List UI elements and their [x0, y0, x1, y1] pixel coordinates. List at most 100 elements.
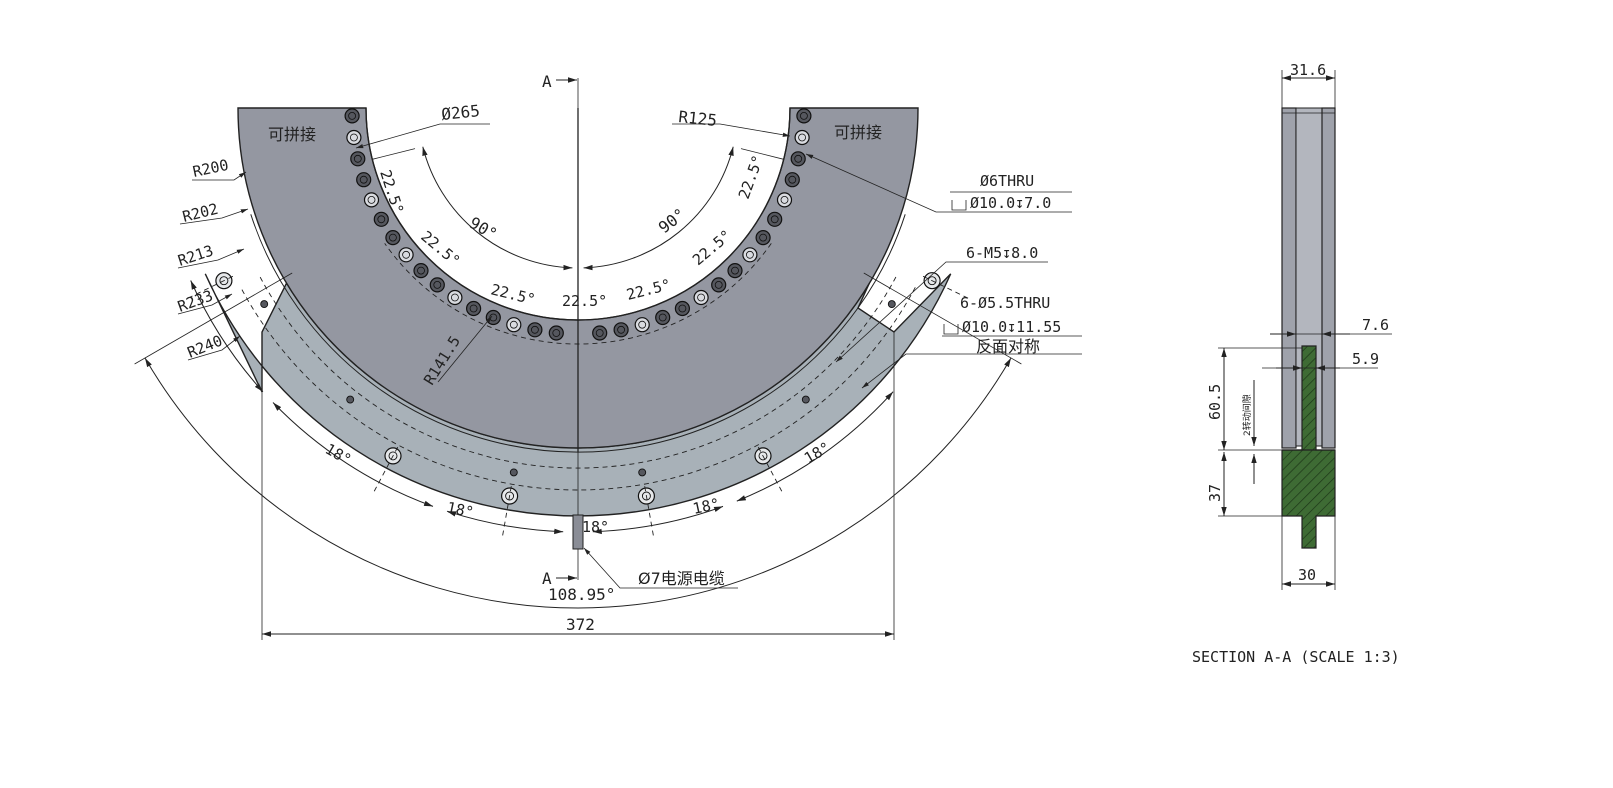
thru6-leader: [805, 153, 950, 213]
bolt-hole: [398, 247, 414, 263]
bolt-hole-inner: [450, 293, 459, 302]
section-mark-top: A: [542, 72, 552, 91]
a10895-label: 108.95°: [548, 585, 615, 604]
bolt-hole-inner: [433, 280, 442, 289]
bolt-hole-inner: [509, 320, 518, 329]
bolt-hole-inner: [794, 154, 803, 163]
bolt-hole-inner: [731, 266, 739, 275]
bolt-hole-inner: [770, 215, 779, 224]
bolt-hole: [776, 192, 793, 208]
r233-label: R233: [175, 286, 215, 315]
counterbore-hole-inner: [927, 276, 937, 286]
thru55-label: 6-Ø5.5THRU: [960, 294, 1050, 312]
bolt-hole: [466, 300, 482, 317]
a18-3: 18°: [582, 518, 609, 536]
angle-18-arc: [190, 280, 264, 393]
h605-label: 60.5: [1206, 384, 1224, 420]
bolt-hole-inner: [658, 313, 667, 322]
w316-label: 31.6: [1290, 61, 1326, 79]
bolt-hole: [356, 172, 372, 188]
a90-left: 90°: [466, 213, 501, 244]
m5-tapped-hole: [260, 300, 269, 309]
bolt-hole-inner: [788, 175, 797, 184]
a90-right: 90°: [655, 204, 689, 237]
r202-label: R202: [181, 200, 220, 226]
r240-label: R240: [185, 331, 225, 361]
a18-4: 18°: [691, 495, 721, 518]
bolt-hole: [790, 151, 806, 167]
bolt-hole: [413, 263, 429, 279]
bolt-hole: [784, 172, 800, 188]
a225-5: 22.5°: [625, 275, 673, 303]
d265-leader: [355, 123, 490, 149]
bolt-hole-inner: [746, 250, 754, 259]
bolt-hole-inner: [349, 133, 358, 142]
bolt-hole-inner: [377, 215, 386, 224]
counterbore-symbol-2: [943, 324, 959, 335]
r1415-leader: [437, 315, 493, 383]
front-view: 可拼接 可拼接 Ø265 R125 R200 R202 R213 R233 R2…: [134, 72, 1082, 640]
cable-label: Ø7电源电缆: [638, 569, 725, 588]
r240-leader: [187, 335, 241, 361]
bolt-hole: [655, 309, 671, 326]
counterbore-hole-inner: [505, 491, 515, 501]
bolt-hole: [506, 317, 522, 333]
w30-label: 30: [1298, 566, 1316, 584]
arc-90-right: [583, 146, 734, 271]
bolt-hole-inner: [714, 280, 723, 289]
bolt-hole-inner: [531, 325, 539, 334]
section-mark-bottom: A: [542, 569, 552, 588]
bolt-hole: [796, 108, 812, 124]
bolt-hole-inner: [759, 233, 767, 242]
section-view: 31.6 7.6 5.9 60.5 2转动间隙 37 30 SECTION A-…: [1192, 61, 1400, 666]
d265-label: Ø265: [440, 101, 480, 124]
m5-tapped-hole: [887, 300, 896, 309]
cbore1-label: Ø10.0↧7.0: [970, 194, 1051, 212]
bolt-hole: [373, 211, 389, 227]
bolt-hole: [346, 129, 362, 146]
r200-leader: [192, 171, 247, 181]
bolt-hole: [711, 277, 727, 293]
angle-18-arc: [272, 402, 434, 507]
bolt-hole-inner: [402, 250, 411, 259]
bolt-hole: [350, 151, 366, 167]
bolt-hole-inner: [800, 112, 808, 120]
bolt-hole-inner: [678, 304, 687, 313]
counterbore-hole-inner: [641, 491, 651, 501]
bolt-hole: [634, 317, 650, 333]
cbore2-label: Ø10.0↧11.55: [962, 318, 1061, 336]
h37-label: 37: [1206, 484, 1224, 502]
bolt-hole-inner: [367, 195, 376, 204]
r125-leader: [672, 123, 791, 137]
bolt-hole-inner: [348, 112, 357, 120]
bolt-hole: [527, 322, 543, 338]
bolt-hole: [727, 263, 743, 279]
bolt-hole-inner: [617, 325, 625, 334]
bolt-hole-inner: [798, 133, 806, 142]
bolt-hole: [429, 277, 445, 293]
bolt-hole: [485, 309, 501, 326]
bolt-hole-inner: [469, 304, 478, 313]
splice-left: 可拼接: [268, 125, 316, 144]
mirror-label: 反面对称: [976, 337, 1040, 356]
w76-label: 7.6: [1362, 316, 1389, 334]
cable-leader: [583, 547, 738, 589]
m5-tapped-hole: [509, 468, 518, 477]
r202-leader: [179, 208, 249, 225]
gap-label: 2转动间隙: [1241, 394, 1253, 436]
bolt-hole: [613, 322, 629, 338]
bolt-hole-inner: [388, 233, 397, 242]
r213-label: R213: [176, 242, 216, 270]
bolt-hole: [755, 230, 771, 246]
bolt-hole: [385, 230, 401, 246]
extension-line-90: [740, 148, 784, 160]
r125-label: R125: [678, 107, 718, 130]
r213-leader: [177, 248, 245, 269]
section-caption: SECTION A-A (SCALE 1:3): [1192, 648, 1400, 666]
m5-tapped-hole: [801, 395, 810, 404]
section-body-left: [1281, 107, 1297, 449]
bolt-hole-inner: [638, 320, 647, 329]
extension-line-main: [863, 272, 1022, 365]
thru55-leader: [861, 353, 1082, 389]
